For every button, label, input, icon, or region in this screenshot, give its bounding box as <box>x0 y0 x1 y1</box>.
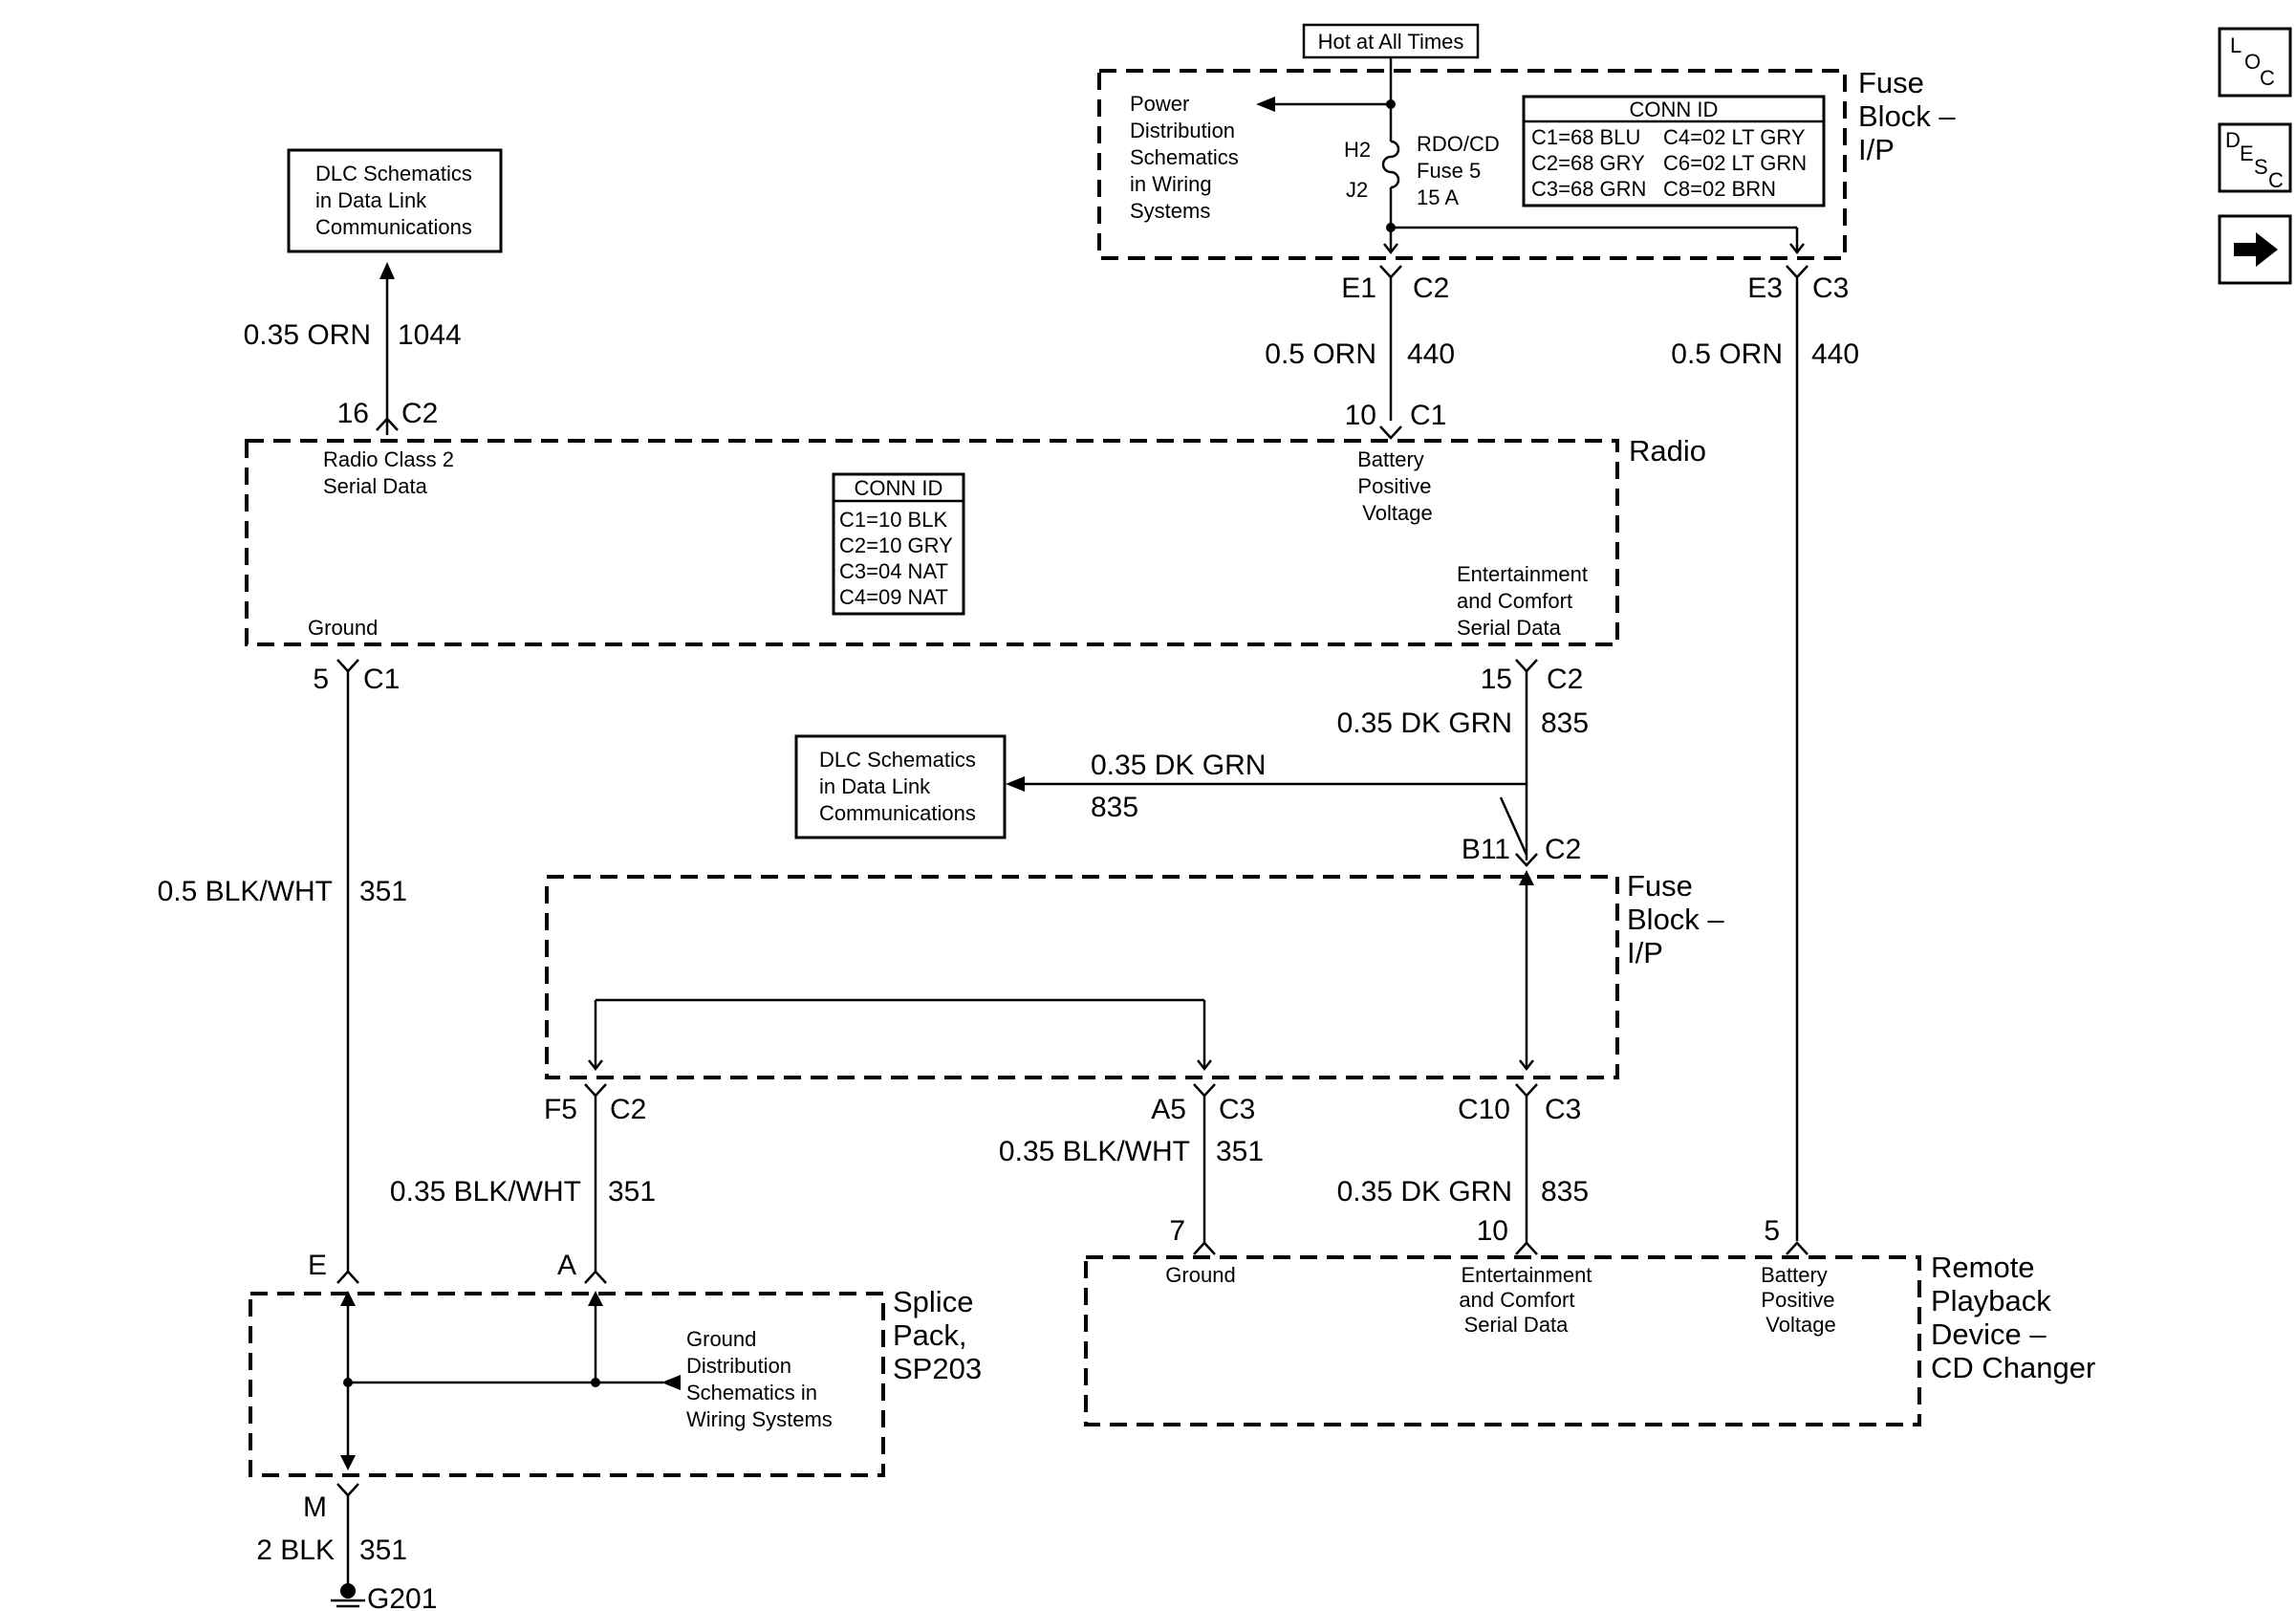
svg-text:D: D <box>2225 128 2241 152</box>
radio-name: Radio <box>1629 434 1706 468</box>
splice-pin-e: E <box>308 1250 327 1281</box>
svg-text:S: S <box>2254 155 2268 179</box>
fuse-pin-a5: A5 <box>1151 1094 1186 1125</box>
desc-button[interactable]: D E S C <box>2218 122 2292 193</box>
wire-835-branch-circuit: 835 <box>1091 792 1138 823</box>
cd-ent-comfort-label: Entertainment and Comfort Serial Data <box>1459 1263 1597 1337</box>
cd-pin-7: 7 <box>1169 1215 1185 1247</box>
fuse-pin-f5: F5 <box>544 1094 577 1125</box>
splice-pack-name: Splice Pack, SP203 <box>893 1285 982 1385</box>
radio-conn-c2: C2 <box>401 398 438 429</box>
pin-e3: E3 <box>1747 272 1783 304</box>
ground-distribution-ref: Ground Distribution Schematics in Wiring… <box>686 1327 833 1431</box>
radio-serial-data-label: Radio Class 2 Serial Data <box>323 447 460 498</box>
radio-pin-5: 5 <box>313 664 329 695</box>
radio-conn-c1: C1 <box>1410 400 1446 431</box>
svg-text:C: C <box>2260 66 2275 90</box>
arrow-left-icon <box>1006 776 1025 792</box>
conn-c2-e1: C2 <box>1413 272 1449 304</box>
wire-835b-gauge: 0.35 DK GRN <box>1337 1176 1512 1208</box>
radio-outline <box>245 439 1619 646</box>
fuse-conn-c2-f5: C2 <box>610 1094 646 1125</box>
radio-conn-id-title: CONN ID <box>855 476 943 500</box>
wire-835b-circuit: 835 <box>1541 1176 1589 1208</box>
fuse-block-conn-id-box <box>1522 95 1826 207</box>
svg-text:E: E <box>2240 142 2254 165</box>
wire-351b-circuit: 351 <box>608 1176 656 1208</box>
fuse-pin-c10: C10 <box>1458 1094 1510 1125</box>
dlc-mid-text: DLC Schematics in Data Link Communicatio… <box>819 748 982 825</box>
loc-button[interactable]: L O C <box>2218 27 2292 98</box>
radio-battery-label: Battery Positive Voltage <box>1357 447 1438 525</box>
svg-text:C: C <box>2268 168 2284 192</box>
power-distribution-ref: Power Distribution Schematics in Wiring … <box>1130 92 1245 223</box>
cd-ground-label: Ground <box>1165 1263 1235 1287</box>
dlc-schematics-ref-mid[interactable] <box>794 734 1007 839</box>
radio-pin-16: 16 <box>337 398 369 429</box>
fuse-conn-c3-c10: C3 <box>1545 1094 1581 1125</box>
wire-1044-circuit: 1044 <box>398 319 462 351</box>
cd-changer-name: Remote Playback Device – CD Changer <box>1931 1251 2095 1384</box>
svg-text:L: L <box>2230 33 2242 57</box>
fuse-block-top-name: Fuse Block – I/P <box>1858 66 1963 166</box>
radio-conn-c1-ground: C1 <box>363 664 400 695</box>
svg-text:O: O <box>2244 50 2261 74</box>
wire-351d-gauge: 2 BLK <box>256 1535 335 1566</box>
cd-pin-5: 5 <box>1764 1215 1780 1247</box>
cd-changer-outline <box>1084 1255 1921 1426</box>
fuse-block-conn-id-title: CONN ID <box>1630 98 1719 121</box>
hot-at-all-times-label: Hot at All Times <box>1318 30 1464 54</box>
dlc-top-text: DLC Schematics in Data Link Communicatio… <box>315 162 478 239</box>
wire-1044-gauge: 0.35 ORN <box>244 319 371 351</box>
cd-battery-label: Battery Positive Voltage <box>1761 1263 1841 1337</box>
fuse-conn-c2-b11: C2 <box>1545 834 1581 865</box>
arrow-right-icon <box>2234 232 2278 267</box>
wire-351a-circuit: 351 <box>359 876 407 907</box>
fuse-pin-b11: B11 <box>1462 834 1510 865</box>
wire-440a-circuit: 440 <box>1407 338 1455 370</box>
fuse-name: RDO/CD Fuse 5 15 A <box>1417 132 1505 209</box>
pin-e1: E1 <box>1341 272 1376 304</box>
wire-351d-circuit: 351 <box>359 1535 407 1566</box>
radio-pin-15: 15 <box>1481 664 1512 695</box>
radio-ent-comfort-label: Entertainment and Comfort Serial Data <box>1457 562 1593 640</box>
splice-pin-m: M <box>303 1491 327 1523</box>
fuse-icon <box>1381 140 1400 189</box>
wire-440a-gauge: 0.5 ORN <box>1265 338 1376 370</box>
ground-g201: G201 <box>367 1583 437 1611</box>
radio-conn-c2-ent: C2 <box>1547 664 1583 695</box>
wire-835a-circuit: 835 <box>1541 708 1589 739</box>
splice-pack-outline <box>249 1292 885 1477</box>
ground-icon <box>331 1583 365 1608</box>
fuse-pin-j2: J2 <box>1346 178 1368 202</box>
fuse-block-mid-name: Fuse Block – I/P <box>1627 869 1732 969</box>
fuse-block-mid-outline <box>545 875 1619 1079</box>
radio-ground-label: Ground <box>308 616 378 640</box>
wire-351a-gauge: 0.5 BLK/WHT <box>158 876 333 907</box>
dlc-schematics-ref-top[interactable] <box>287 148 503 253</box>
wire-440b-gauge: 0.5 ORN <box>1671 338 1783 370</box>
fuse-block-top-outline <box>1097 69 1847 260</box>
wire-351b-gauge: 0.35 BLK/WHT <box>390 1176 581 1208</box>
next-button[interactable] <box>2218 214 2292 285</box>
wire-351c-gauge: 0.35 BLK/WHT <box>999 1136 1190 1167</box>
wire-835-branch-gauge: 0.35 DK GRN <box>1091 750 1266 781</box>
fuse-pin-h2: H2 <box>1344 138 1371 162</box>
splice-pin-a: A <box>557 1250 576 1281</box>
radio-conn-id-box <box>832 472 965 616</box>
radio-conn-id-row: C1=10 BLK C2=10 GRY C3=04 NAT C4=09 NAT <box>839 508 959 609</box>
fuse-conn-c3-a5: C3 <box>1219 1094 1255 1125</box>
radio-pin-10: 10 <box>1345 400 1376 431</box>
cd-pin-10: 10 <box>1477 1215 1508 1247</box>
fuse-block-conn-id-row: C1=68 BLU C4=02 LT GRY C2=68 GRY C6=02 L… <box>1531 125 1812 201</box>
ground-dist-arrow-icon <box>661 1375 681 1390</box>
wire-440b-circuit: 440 <box>1811 338 1859 370</box>
wire-835a-gauge: 0.35 DK GRN <box>1337 708 1512 739</box>
wire-351c-circuit: 351 <box>1216 1136 1264 1167</box>
arrow-up-icon <box>379 262 395 279</box>
conn-c3-e3: C3 <box>1812 272 1849 304</box>
power-dist-arrow-icon <box>1256 97 1275 112</box>
